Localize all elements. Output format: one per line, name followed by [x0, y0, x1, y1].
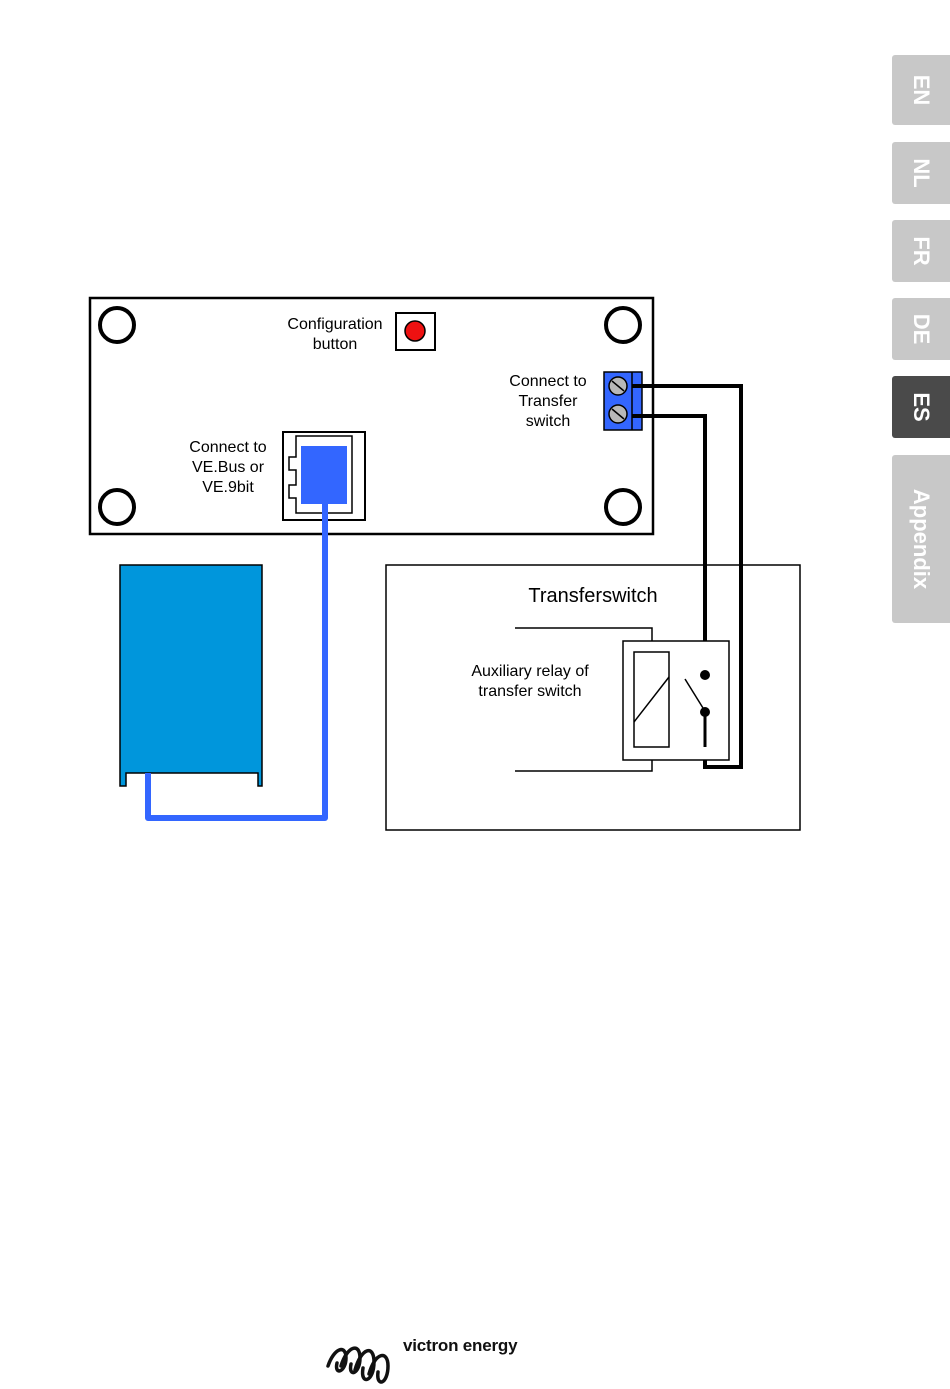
- multi-device: [120, 565, 262, 786]
- transfer-connect-label: Connect to Transfer switch: [498, 372, 598, 432]
- victron-coil-logo-icon: [328, 1348, 388, 1382]
- relay-contact-top: [700, 670, 710, 680]
- brand-name: victron energy: [403, 1336, 517, 1356]
- auxiliary-relay-label: Auxiliary relay of transfer switch: [455, 662, 605, 702]
- configuration-button[interactable]: [396, 313, 435, 350]
- rj45-plug: [301, 446, 347, 504]
- configuration-button-label: Configuration button: [279, 315, 391, 355]
- transferswitch-title: Transferswitch: [503, 584, 683, 608]
- vebus-connect-label: Connect to VE.Bus or VE.9bit: [178, 438, 278, 498]
- terminal-block: [604, 372, 642, 430]
